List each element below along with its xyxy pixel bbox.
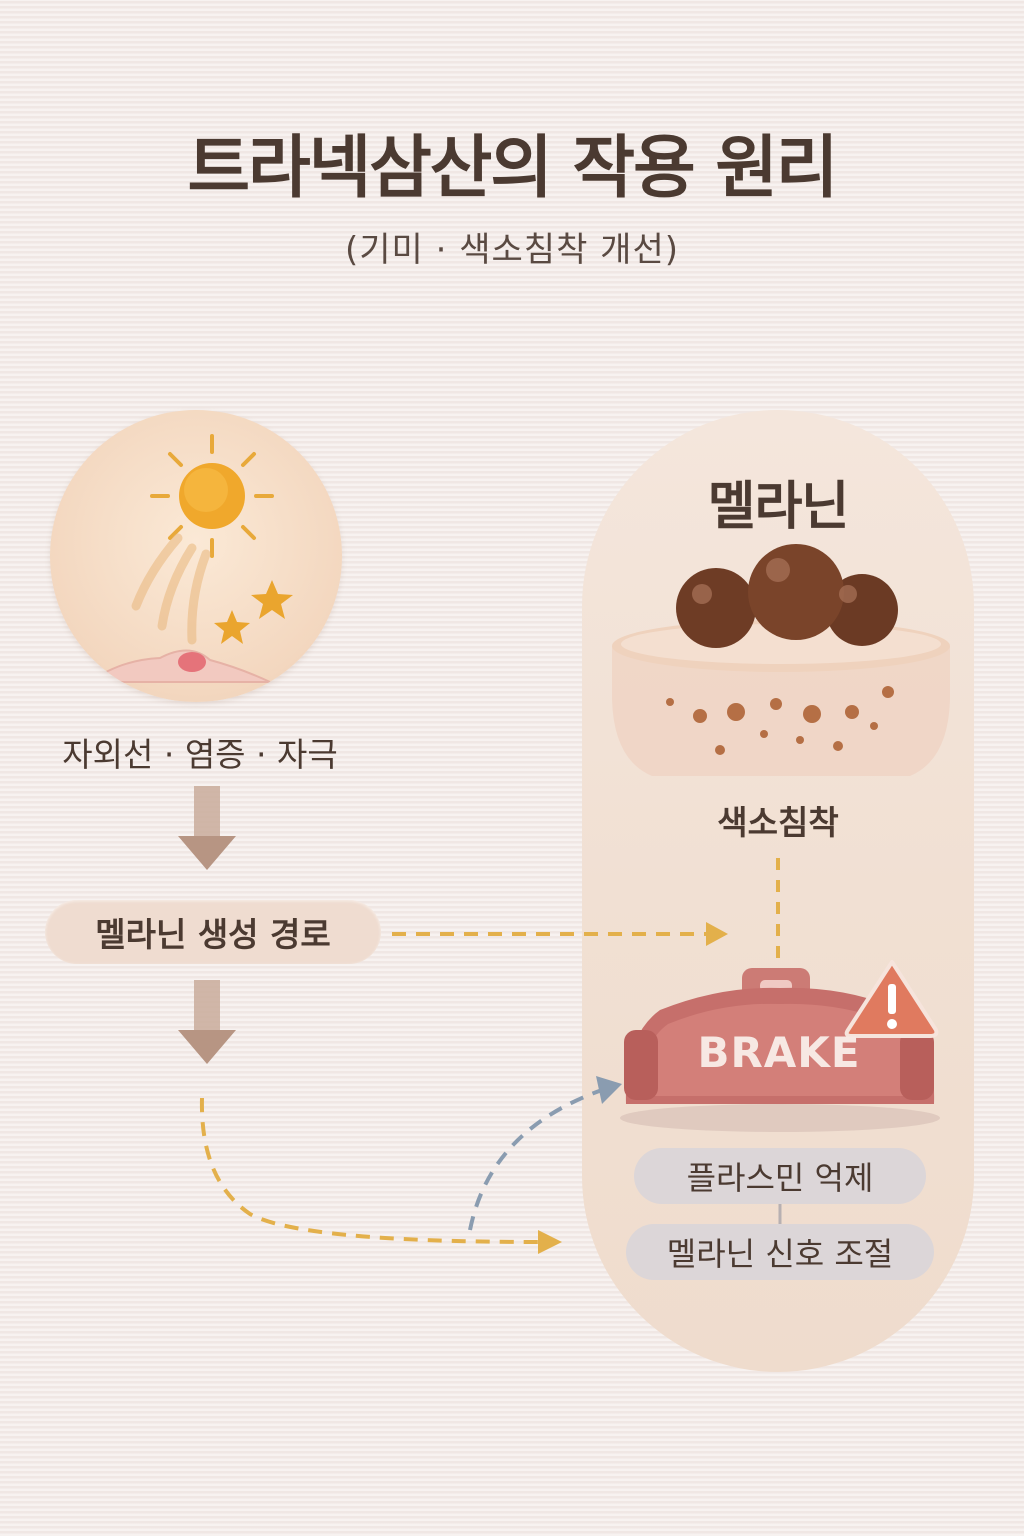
effect-pill-melanin-signal: 멜라닌 신호 조절 bbox=[626, 1224, 934, 1280]
page-subtitle: (기미 · 색소침착 개선) bbox=[345, 230, 679, 270]
down-arrow-1 bbox=[178, 786, 236, 870]
page-title: 트라넥삼산의 작용 원리 bbox=[187, 129, 839, 208]
melanin-granule-icon bbox=[676, 544, 898, 648]
sun-icon bbox=[86, 434, 293, 683]
dashed-arrow-pathway bbox=[392, 922, 728, 946]
dashed-arrow-blue bbox=[468, 1076, 622, 1231]
melanin-title: 멜라닌 bbox=[707, 477, 850, 537]
skin-layer-icon bbox=[612, 620, 950, 776]
effect-pill-plasmin: 플라스민 억제 bbox=[634, 1148, 926, 1204]
warning-icon bbox=[844, 960, 939, 1038]
star-icon bbox=[214, 580, 293, 644]
cause-label: 자외선 · 염증 · 자극 bbox=[62, 735, 338, 774]
brake-label: BRAKE bbox=[697, 1028, 861, 1077]
skin-cell-icon bbox=[86, 649, 271, 683]
down-arrow-2 bbox=[178, 980, 236, 1064]
uv-illustration bbox=[50, 410, 342, 702]
pigment-label: 색소침착 bbox=[717, 803, 839, 842]
dashed-arrow-curve bbox=[199, 1097, 562, 1254]
melanin-pathway-pill: 멜라닌 생성 경로 bbox=[45, 900, 381, 964]
